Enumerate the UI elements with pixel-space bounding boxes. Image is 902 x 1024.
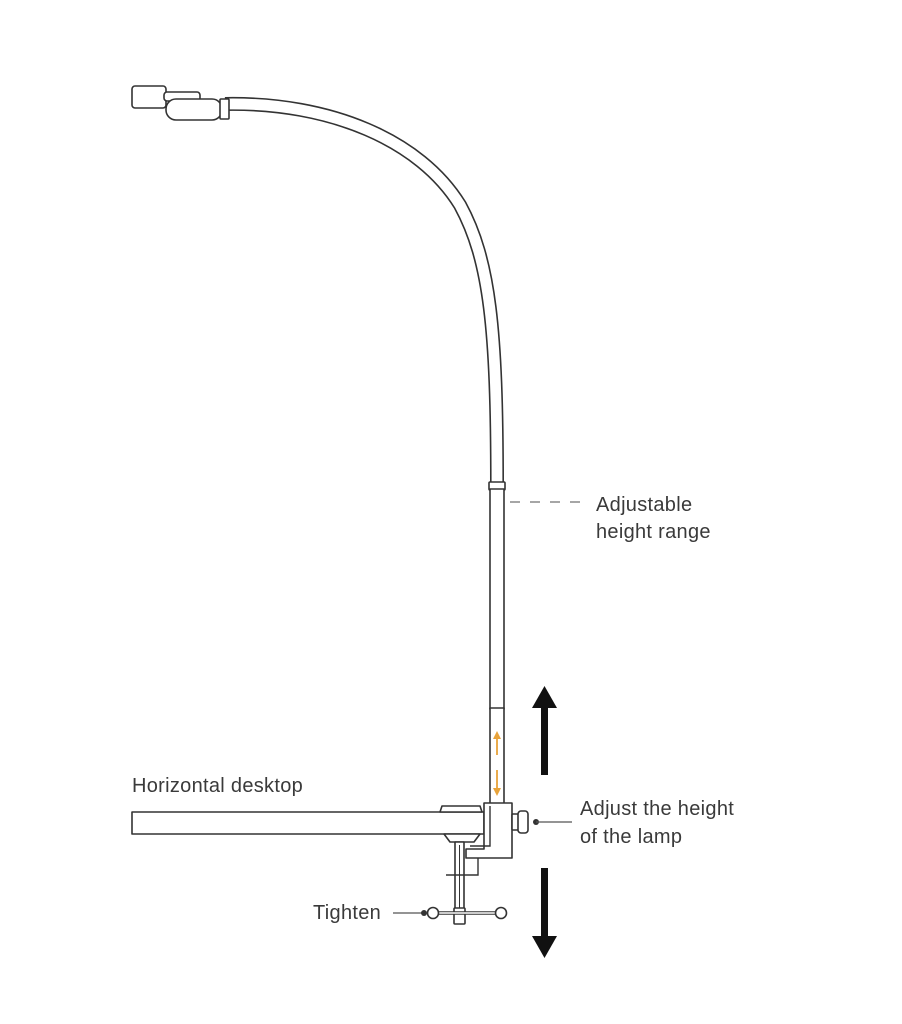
- big-up-arrow-icon: [532, 686, 557, 775]
- gooseneck-arm: [224, 96, 504, 486]
- lamp-head: [131, 85, 230, 121]
- small-down-arrow-icon: [493, 770, 501, 796]
- pole-lower: [489, 707, 505, 805]
- pole-upper: [488, 481, 506, 710]
- small-up-arrow-icon: [493, 731, 501, 755]
- desktop-board: [131, 811, 485, 835]
- clamp-assembly: [426, 802, 529, 925]
- adjustable-label-line2: height range: [596, 521, 711, 543]
- big-down-arrow-icon: [532, 868, 557, 958]
- adjust-height-label-line2: of the lamp: [580, 826, 682, 848]
- adjust-height-label-line1: Adjust the height: [580, 798, 734, 820]
- leader-adjust-height: [533, 819, 572, 825]
- tighten-label: Tighten: [313, 902, 381, 924]
- leader-tighten: [393, 910, 427, 916]
- adjustable-label-line1: Adjustable: [596, 494, 692, 516]
- tighten-handle: [426, 906, 508, 925]
- horizontal-desktop-label: Horizontal desktop: [132, 775, 303, 797]
- height-knob-icon: [511, 810, 529, 834]
